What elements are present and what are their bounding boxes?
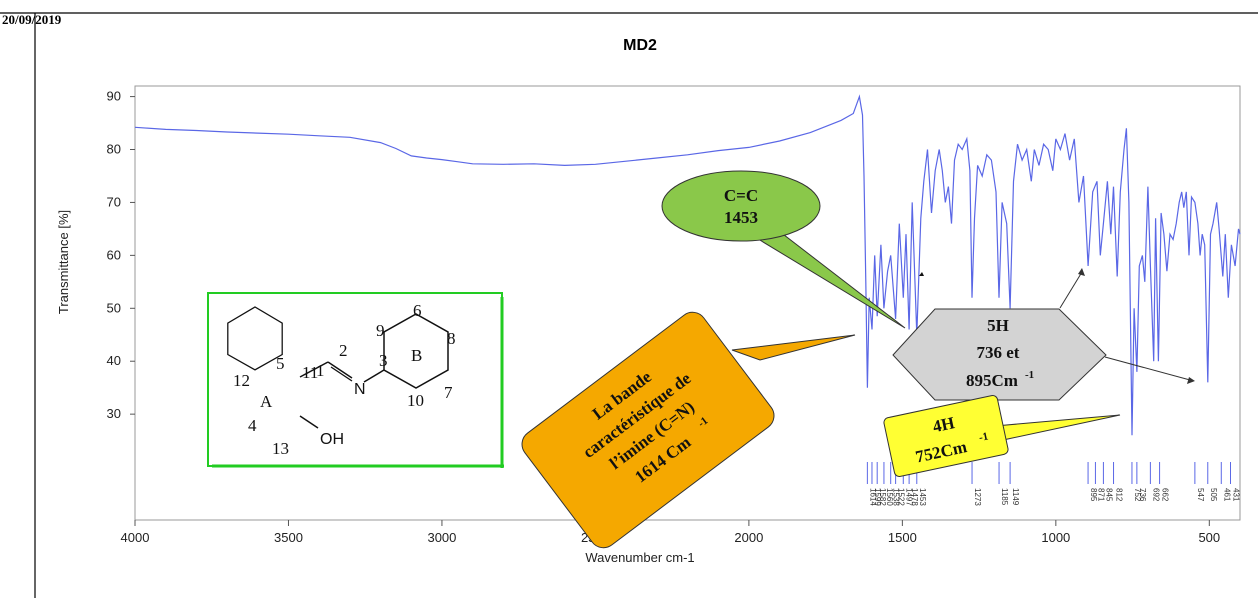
- peak-label: 431: [1231, 488, 1240, 502]
- peak-label: 1453: [918, 488, 927, 506]
- svg-text:5H: 5H: [987, 316, 1009, 335]
- peak-label: 845: [1104, 488, 1113, 502]
- atom-label: 2: [339, 341, 348, 360]
- nitrogen-label: N: [354, 381, 366, 398]
- peak-label: 1582: [878, 488, 887, 506]
- peak-label: 1149: [1011, 488, 1020, 506]
- peak-label: 1497: [904, 488, 913, 506]
- peak-label: 736: [1138, 488, 1147, 502]
- atom-label: 6: [413, 301, 422, 320]
- x-tick-label: 4000: [121, 530, 150, 545]
- peak-label: 1478: [910, 488, 919, 506]
- atom-label: 1: [316, 361, 325, 380]
- y-tick-label: 50: [107, 300, 121, 315]
- peak-label: 895: [1089, 488, 1098, 502]
- svg-text:895Cm: 895Cm: [966, 371, 1018, 390]
- atom-label: 13: [272, 439, 289, 458]
- peak-label: 547: [1196, 488, 1205, 502]
- callout-cc: C=C 1453: [661, 170, 906, 329]
- peak-label: 461: [1222, 488, 1231, 502]
- svg-text:-1: -1: [978, 430, 989, 444]
- plot-frame: [134, 85, 1241, 521]
- peak-label: 505: [1209, 488, 1218, 502]
- callout-imine-bubble: [521, 311, 775, 549]
- small-arrow-mark: [919, 272, 924, 276]
- svg-text:C=C: C=C: [724, 186, 758, 205]
- atom-label: 9: [376, 321, 385, 340]
- y-tick-label: 30: [107, 406, 121, 421]
- callout-5h: 5H 736 et 895Cm -1: [892, 268, 1195, 401]
- callout-cc-bubble: [661, 170, 821, 242]
- svg-text:1453: 1453: [724, 208, 758, 227]
- x-tick-label: 3000: [427, 530, 456, 545]
- spectrum-series-line: [134, 94, 1241, 436]
- x-tick-label: 1000: [1041, 530, 1070, 545]
- y-tick-label: 60: [107, 247, 121, 262]
- svg-text:736 et: 736 et: [977, 343, 1020, 362]
- x-axis-label: Wavenumber cm-1: [585, 550, 694, 565]
- peak-label: 1522: [897, 488, 906, 506]
- atom-label: 5: [276, 354, 285, 373]
- callout-5h-hexagon: [892, 308, 1107, 401]
- peak-label: 1538: [892, 488, 901, 506]
- atom-label: 7: [444, 383, 453, 402]
- peak-label: 1614: [868, 488, 877, 506]
- ring-a: [227, 306, 283, 371]
- y-tick-label: 70: [107, 194, 121, 209]
- peak-label: 812: [1115, 488, 1124, 502]
- peak-label: 1185: [1000, 488, 1009, 506]
- peak-label: 1273: [973, 488, 982, 506]
- peak-label: 1599: [873, 488, 882, 506]
- atom-label: 12: [233, 371, 250, 390]
- molecule-structure: 1 2 3 4 5 6 7 8 9 10 11 12 13 A B N OH: [207, 292, 504, 468]
- structure-frame: [207, 292, 503, 467]
- peak-label: 752: [1133, 488, 1142, 502]
- date-stamp: 20/09/2019: [2, 12, 62, 27]
- atom-label: 10: [407, 391, 424, 410]
- x-tick-label: 2000: [734, 530, 763, 545]
- x-axis: 4000350030002500200015001000500: [121, 520, 1220, 545]
- x-tick-label: 500: [1198, 530, 1220, 545]
- y-axis-label: Transmittance [%]: [56, 210, 71, 314]
- peak-label: 692: [1151, 488, 1160, 502]
- atom-label: 8: [447, 329, 456, 348]
- y-tick-label: 90: [107, 89, 121, 104]
- callout-4h: 4H 752Cm -1: [883, 395, 1121, 477]
- peak-label: 871: [1096, 488, 1105, 502]
- peak-label: 1560: [885, 488, 894, 506]
- svg-text:-1: -1: [1025, 369, 1034, 381]
- hydroxyl-label: OH: [320, 431, 344, 448]
- y-tick-label: 40: [107, 353, 121, 368]
- y-axis: 30 40 50 60 70 80 90: [107, 89, 135, 421]
- x-tick-label: 3500: [274, 530, 303, 545]
- x-tick-label: 1500: [888, 530, 917, 545]
- atom-label: 3: [379, 351, 388, 370]
- atom-label: 4: [248, 416, 257, 435]
- svg-text:4H: 4H: [931, 413, 956, 436]
- atom-label: 11: [302, 363, 318, 382]
- peak-label: 662: [1161, 488, 1170, 502]
- y-tick-label: 80: [107, 142, 121, 157]
- callout-4h-bubble: [883, 395, 1009, 477]
- ring-label-a: A: [260, 392, 273, 411]
- chart-title: MD2: [623, 37, 657, 54]
- callout-imine: La bande caractéristique de l’imine (C=N…: [521, 311, 856, 549]
- ring-label-b: B: [411, 346, 422, 365]
